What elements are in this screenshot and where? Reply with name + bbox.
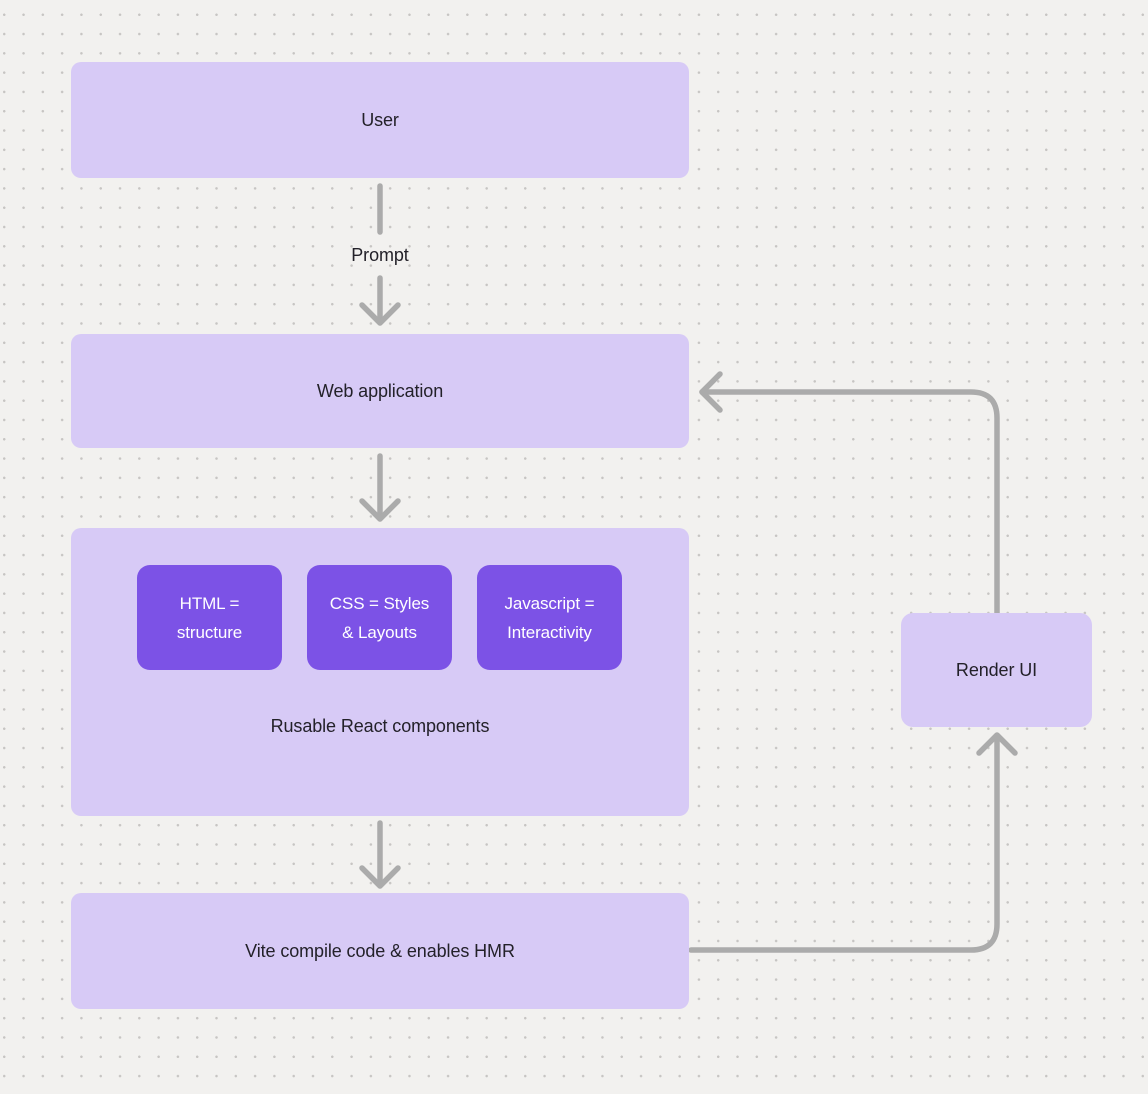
node-css: CSS = Styles & Layouts [307,565,452,670]
edge-vite-to-renderui-arrow [688,732,1018,953]
edge-prompt-label: Prompt [351,245,409,265]
edge-webapp-to-components-arrow [359,453,401,522]
node-html-line1: HTML = [179,593,240,613]
node-javascript-line1: Javascript = [504,593,595,613]
node-html: HTML = structure [137,565,282,670]
node-javascript-line2: Interactivity [507,622,592,642]
components-group-caption: Rusable React components [270,716,490,736]
node-javascript: Javascript = Interactivity [477,565,622,670]
node-vite-label: Vite compile code & enables HMR [245,940,515,961]
edge-renderui-to-webapp-arrow [699,371,1000,616]
node-web-application: Web application [71,334,689,448]
node-components-group: HTML = structure CSS = Styles & Layouts … [71,528,689,816]
node-css-line2: & Layouts [342,622,417,642]
node-user: User [71,62,689,178]
node-user-label: User [361,109,399,130]
node-vite: Vite compile code & enables HMR [71,893,689,1009]
node-css-line1: CSS = Styles [329,593,430,613]
node-render-ui-label: Render UI [955,659,1038,680]
node-render-ui: Render UI [901,613,1092,727]
edge-components-to-vite-arrow [359,820,401,889]
node-html-line2: structure [176,622,243,642]
node-web-application-label: Web application [316,380,444,401]
